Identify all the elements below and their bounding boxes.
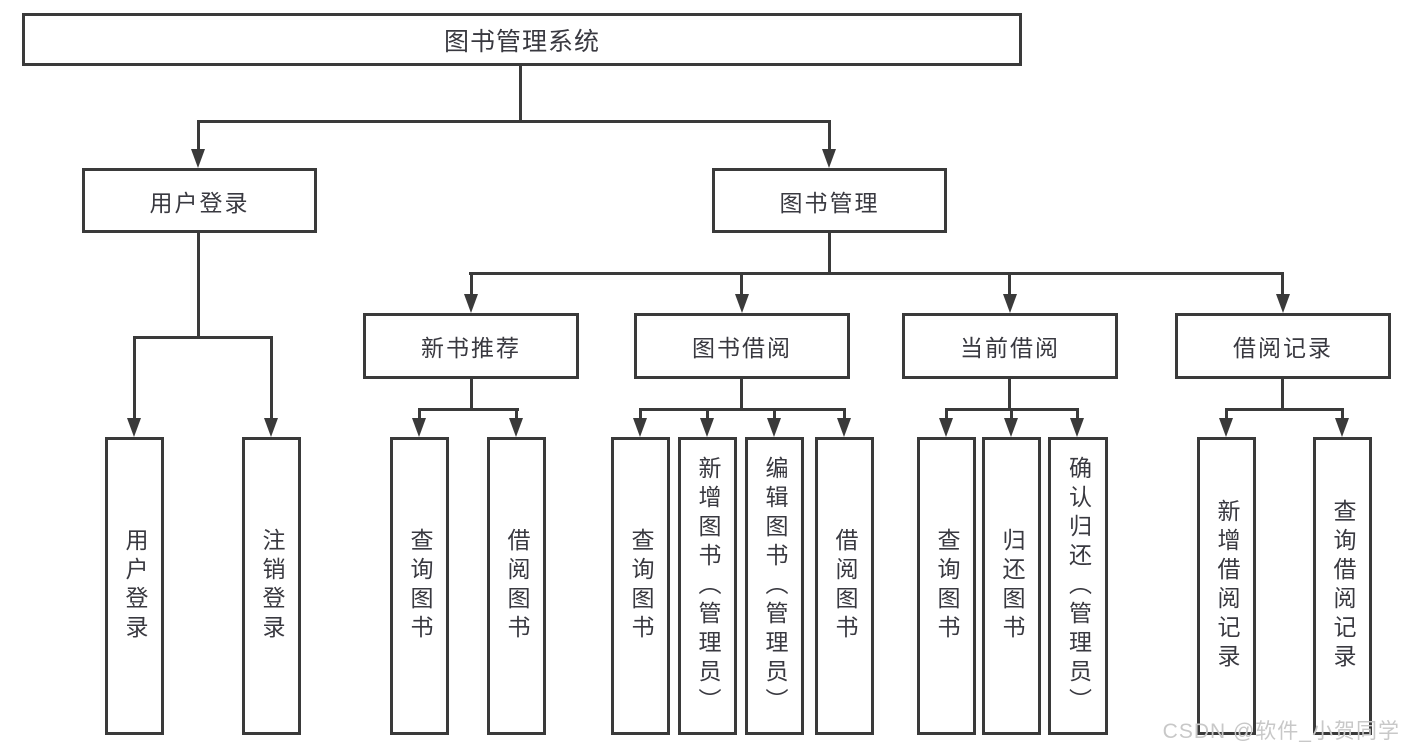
- node-label: 查询图书: [407, 528, 433, 644]
- node-label: 注销登录: [259, 528, 285, 644]
- node-label: 借阅图书: [504, 528, 530, 644]
- node-label: 新增图书（管理员）: [695, 455, 721, 717]
- connector-line: [197, 120, 831, 123]
- arrow-down-icon: [1219, 418, 1233, 437]
- node-borrowing-records: 借阅记录: [1175, 313, 1391, 379]
- connector-line: [1281, 272, 1284, 298]
- node-label: 用户登录: [149, 189, 250, 216]
- arrow-down-icon: [1070, 418, 1084, 437]
- connector-line: [469, 272, 1284, 275]
- leaf-search-books-recommend: 查询图书: [390, 437, 449, 735]
- connector-line: [639, 408, 846, 411]
- connector-line: [1008, 379, 1011, 411]
- arrow-down-icon: [700, 418, 714, 437]
- arrow-down-icon: [127, 418, 141, 437]
- node-label: 新增借阅记录: [1214, 499, 1240, 673]
- node-label: 借阅记录: [1233, 335, 1333, 361]
- node-book-borrowing: 图书借阅: [634, 313, 850, 379]
- node-label: 借阅图书: [832, 528, 858, 644]
- arrow-down-icon: [1276, 294, 1290, 313]
- connector-line: [740, 272, 743, 298]
- arrow-down-icon: [1004, 418, 1018, 437]
- connector-line: [1008, 272, 1011, 298]
- connector-line: [740, 379, 743, 411]
- arrow-down-icon: [264, 418, 278, 437]
- arrow-down-icon: [822, 149, 836, 168]
- node-label: 当前借阅: [960, 335, 1060, 361]
- connector-line: [470, 379, 473, 411]
- connector-line: [133, 336, 136, 422]
- node-label: 归还图书: [999, 528, 1025, 644]
- arrow-down-icon: [633, 418, 647, 437]
- node-label: 查询借阅记录: [1330, 499, 1356, 673]
- leaf-borrow-books-recommend: 借阅图书: [487, 437, 546, 735]
- node-label: 用户登录: [122, 528, 148, 644]
- connector-line: [639, 408, 642, 424]
- leaf-return-books: 归还图书: [982, 437, 1041, 735]
- watermark: CSDN @软件_小贺同学: [1162, 720, 1400, 743]
- arrow-down-icon: [735, 294, 749, 313]
- node-new-book-recommendation: 新书推荐: [363, 313, 579, 379]
- connector-line: [945, 408, 948, 424]
- arrow-down-icon: [939, 418, 953, 437]
- connector-line: [1281, 379, 1284, 411]
- arrow-down-icon: [191, 149, 205, 168]
- arrow-down-icon: [464, 294, 478, 313]
- connector-line: [706, 408, 709, 424]
- arrow-down-icon: [509, 418, 523, 437]
- connector-line: [843, 408, 846, 424]
- node-label: 确认归还（管理员）: [1065, 455, 1092, 717]
- node-label: 图书借阅: [692, 335, 792, 361]
- node-current-borrowing: 当前借阅: [902, 313, 1118, 379]
- leaf-search-borrow-record: 查询借阅记录: [1313, 437, 1372, 735]
- connector-line: [828, 233, 831, 275]
- connector-line: [197, 120, 200, 158]
- node-label: 查询图书: [628, 528, 654, 644]
- node-library-system: 图书管理系统: [22, 13, 1022, 66]
- connector-line: [515, 408, 518, 424]
- node-label: 新书推荐: [421, 335, 521, 361]
- leaf-add-books-admin: 新增图书（管理员）: [678, 437, 737, 735]
- arrow-down-icon: [1003, 294, 1017, 313]
- connector-line: [1225, 408, 1344, 411]
- node-label: 图书管理: [779, 189, 880, 216]
- leaf-logout: 注销登录: [242, 437, 301, 735]
- arrow-down-icon: [412, 418, 426, 437]
- node-book-management: 图书管理: [712, 168, 947, 233]
- node-label: 图书管理系统: [443, 27, 600, 56]
- connector-line: [1010, 408, 1013, 424]
- leaf-borrow-books: 借阅图书: [815, 437, 874, 735]
- connector-line: [773, 408, 776, 424]
- node-label: 查询图书: [934, 528, 960, 644]
- arrow-down-icon: [1335, 418, 1349, 437]
- connector-line: [133, 336, 273, 339]
- leaf-search-books-current: 查询图书: [917, 437, 976, 735]
- connector-line: [1225, 408, 1228, 424]
- arrow-down-icon: [837, 418, 851, 437]
- leaf-search-books-borrow: 查询图书: [611, 437, 670, 735]
- leaf-add-borrow-record: 新增借阅记录: [1197, 437, 1256, 735]
- connector-line: [270, 336, 273, 422]
- connector-line: [418, 408, 421, 424]
- node-user-login: 用户登录: [82, 168, 317, 233]
- leaf-confirm-return-admin: 确认归还（管理员）: [1048, 437, 1108, 735]
- arrow-down-icon: [767, 418, 781, 437]
- leaf-user-login: 用户登录: [105, 437, 164, 735]
- connector-line: [197, 233, 200, 339]
- connector-line: [828, 120, 831, 158]
- node-label: 编辑图书（管理员）: [762, 455, 788, 717]
- connector-line: [470, 272, 473, 298]
- leaf-edit-books-admin: 编辑图书（管理员）: [745, 437, 804, 735]
- connector-line: [519, 66, 522, 123]
- connector-line: [1076, 408, 1079, 424]
- connector-line: [418, 408, 519, 411]
- connector-line: [1341, 408, 1344, 424]
